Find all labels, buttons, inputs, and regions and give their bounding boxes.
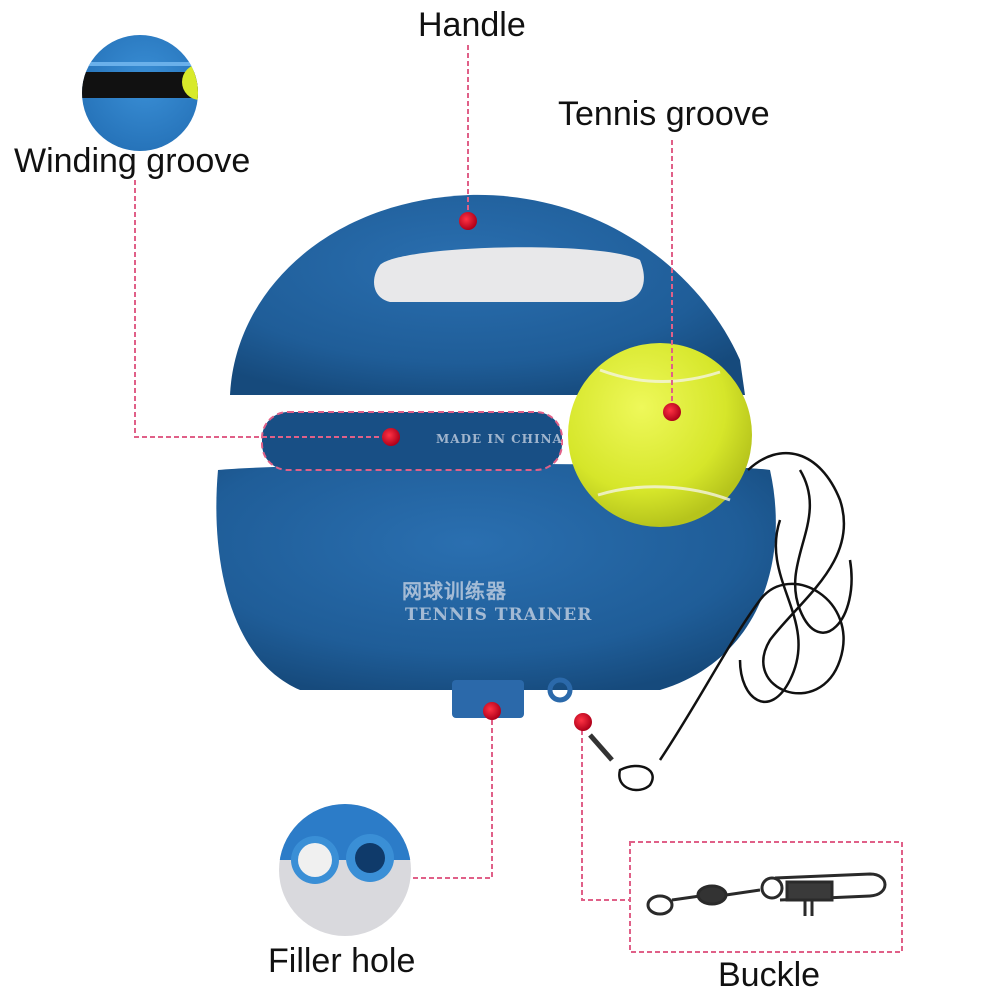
tennis-groove-marker [663,403,681,421]
filler-cap [452,680,524,718]
filler-hole-inset [279,804,411,936]
leader-lines [134,45,903,953]
tennis-ball [568,343,752,527]
made-in-china-emboss: MADE IN CHINA [436,432,563,446]
label-winding-groove: Winding groove [14,142,251,180]
winding-groove-marker [382,428,400,446]
label-tennis-groove: Tennis groove [558,95,770,133]
chinese-emboss: 网球训练器 [402,579,507,603]
elastic-cord [588,452,853,792]
winding-groove-inset [82,35,198,151]
label-buckle: Buckle [718,956,821,994]
buckle-marker [574,713,592,731]
winding-groove-outline [261,411,563,471]
handle-opening [374,247,644,302]
label-filler-hole: Filler hole [268,942,416,980]
label-handle: Handle [418,6,526,44]
filler-hole-marker [483,702,501,720]
handle-marker [459,212,477,230]
tennis-trainer-emboss: TENNIS TRAINER [405,605,593,625]
marker-dots [382,212,681,731]
buckle-swivel-snap [646,872,887,916]
